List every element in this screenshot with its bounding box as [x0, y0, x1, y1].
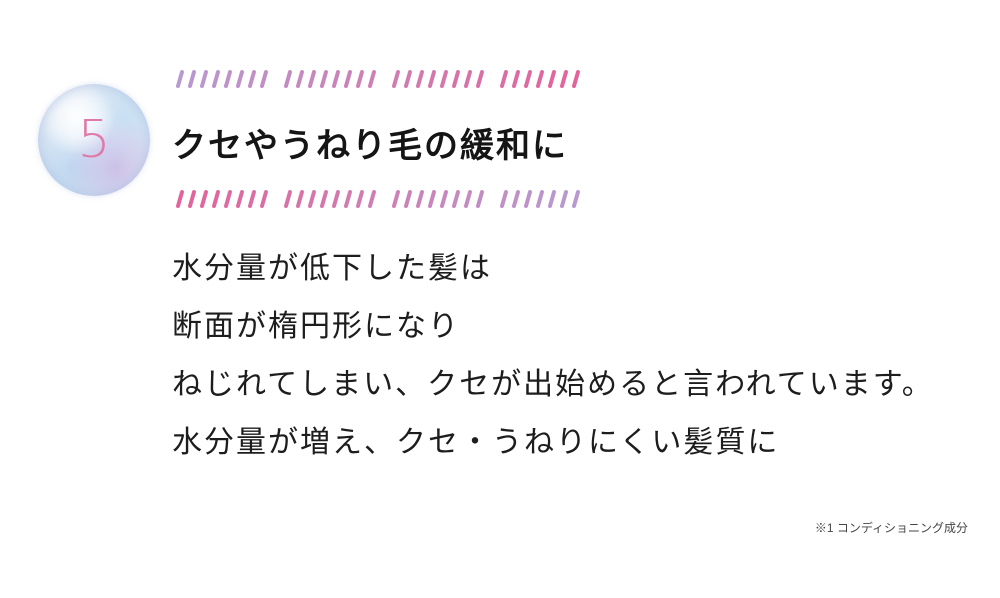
stroke-mark	[236, 70, 244, 88]
stroke-mark	[188, 70, 196, 88]
stroke-mark	[320, 190, 328, 208]
stroke-mark	[464, 190, 472, 208]
stroke-mark	[332, 190, 340, 208]
stroke-mark	[536, 70, 544, 88]
stroke-mark	[200, 70, 208, 88]
stroke-mark	[440, 70, 448, 88]
decorative-stroke-divider-top	[176, 70, 580, 88]
stroke-mark	[284, 190, 292, 208]
stroke-mark	[308, 190, 316, 208]
description-line: 水分量が増え、クセ・うねりにくい髪質に	[172, 425, 780, 460]
step-number: 5	[77, 110, 111, 170]
stroke-mark	[344, 70, 352, 88]
stroke-mark	[296, 70, 304, 88]
stroke-mark	[416, 190, 424, 208]
stroke-mark	[428, 70, 436, 88]
description: 水分量が低下した髪は 断面が楕円形になり ねじれてしまい、クセが出始めると言われ…	[172, 240, 934, 472]
stroke-mark	[416, 70, 424, 88]
stroke-mark	[548, 70, 556, 88]
stroke-mark	[236, 190, 244, 208]
description-line: ねじれてしまい、クセが出始めると言われています。	[172, 367, 934, 402]
stroke-mark	[344, 190, 352, 208]
stroke-mark	[392, 70, 400, 88]
stroke-mark	[356, 70, 364, 88]
stroke-mark	[428, 190, 436, 208]
stroke-mark	[548, 190, 556, 208]
stroke-mark	[320, 70, 328, 88]
stroke-mark	[536, 190, 544, 208]
stroke-mark	[452, 70, 460, 88]
stroke-mark	[524, 190, 532, 208]
stroke-mark	[368, 190, 376, 208]
description-line: 断面が楕円形になり	[172, 309, 460, 344]
stroke-mark	[404, 190, 412, 208]
stroke-mark	[560, 70, 568, 88]
stroke-mark	[248, 190, 256, 208]
stroke-mark	[260, 190, 268, 208]
stroke-mark	[392, 190, 400, 208]
stroke-mark	[572, 70, 580, 88]
stroke-mark	[176, 190, 184, 208]
stroke-mark	[248, 70, 256, 88]
stroke-mark	[452, 190, 460, 208]
stroke-mark	[284, 70, 292, 88]
stroke-mark	[500, 190, 508, 208]
stroke-mark	[296, 190, 304, 208]
stroke-mark	[476, 190, 484, 208]
stroke-mark	[440, 190, 448, 208]
stroke-mark	[332, 70, 340, 88]
stroke-mark	[560, 190, 568, 208]
stroke-mark	[356, 190, 364, 208]
stroke-mark	[572, 190, 580, 208]
stroke-mark	[188, 190, 196, 208]
stroke-mark	[260, 70, 268, 88]
stroke-mark	[500, 70, 508, 88]
stroke-mark	[512, 190, 520, 208]
number-bubble: 5	[38, 84, 150, 196]
stroke-mark	[464, 70, 472, 88]
stroke-mark	[512, 70, 520, 88]
stroke-mark	[368, 70, 376, 88]
stroke-mark	[404, 70, 412, 88]
stroke-mark	[176, 70, 184, 88]
decorative-stroke-divider-bottom	[176, 190, 580, 208]
stroke-mark	[212, 70, 220, 88]
stroke-mark	[224, 190, 232, 208]
section-title: クセやうねり毛の緩和に	[172, 126, 568, 166]
stroke-mark	[212, 190, 220, 208]
description-line: 水分量が低下した髪は	[172, 251, 492, 286]
stroke-mark	[224, 70, 232, 88]
stroke-mark	[524, 70, 532, 88]
stroke-mark	[308, 70, 316, 88]
footnote: ※1 コンディショニング成分	[814, 521, 968, 535]
stroke-mark	[200, 190, 208, 208]
stroke-mark	[476, 70, 484, 88]
